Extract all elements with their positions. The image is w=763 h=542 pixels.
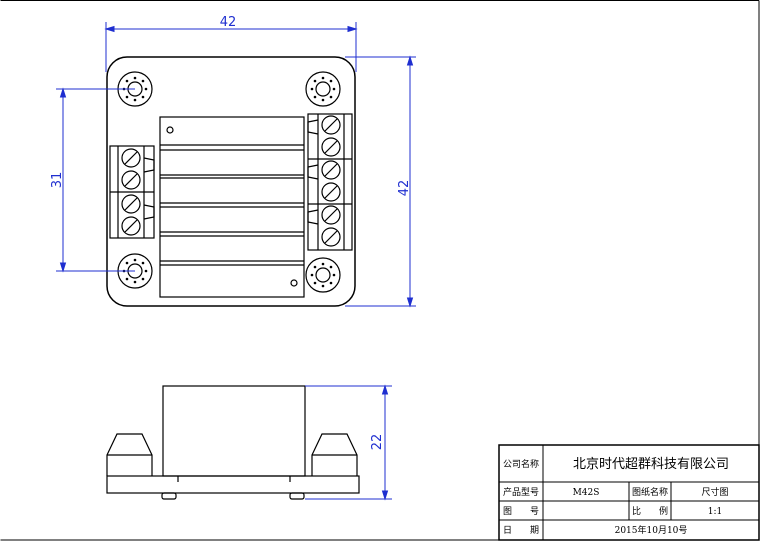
title-block (498, 444, 760, 541)
left-screw-icons (121, 148, 141, 236)
scale-label: 比 例 (632, 505, 668, 517)
base-plate (106, 56, 356, 307)
model-value: M42S (573, 488, 600, 498)
model-label: 产品型号 (503, 486, 539, 498)
side-module-body (162, 385, 306, 477)
side-foot-right (289, 492, 305, 500)
right-screw-icons (321, 115, 341, 247)
drawing-name-value: 尺寸图 (701, 486, 728, 498)
side-base (106, 475, 360, 494)
top-view (106, 56, 356, 307)
scale-value: 1:1 (708, 507, 722, 517)
drawing-name-label: 图纸名称 (632, 486, 668, 498)
side-view-dimensions (305, 384, 392, 501)
dim-left-spacing: 31 (50, 172, 65, 189)
dim-top-width: 42 (220, 15, 237, 30)
date-label: 日 期 (503, 525, 539, 536)
left-terminal-block (109, 145, 155, 239)
central-module (159, 116, 305, 298)
mounting-hole-icon-tr (305, 71, 341, 107)
dim-right-height: 42 (397, 180, 412, 197)
right-terminal-block (307, 113, 353, 251)
pin-marker (290, 279, 298, 287)
company-label: 公司名称 (503, 458, 539, 470)
top-view-dimensions (56, 22, 416, 308)
date-value: 2015年10月10号 (615, 524, 688, 536)
mounting-hole-icon-br (305, 257, 341, 293)
side-view (106, 385, 360, 500)
dim-side-height: 22 (370, 434, 385, 451)
side-right-terminal (311, 433, 358, 476)
company-value: 北京时代超群科技有限公司 (573, 457, 729, 472)
side-foot-left (161, 492, 177, 500)
side-left-terminal (106, 433, 153, 476)
pin1-marker (166, 126, 174, 134)
drawing-no-label: 图 号 (503, 506, 539, 517)
